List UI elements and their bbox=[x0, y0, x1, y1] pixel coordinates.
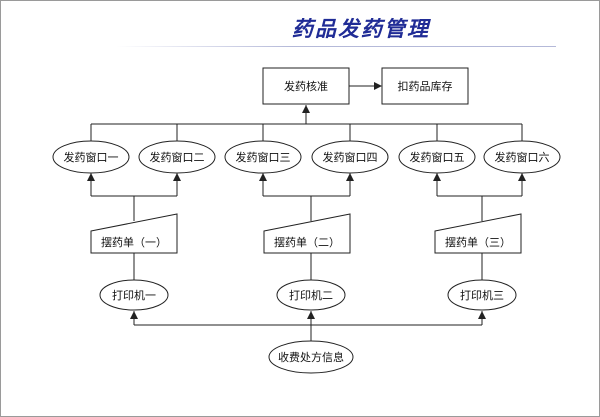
node-window-6: 发药窗口六 bbox=[483, 140, 561, 174]
printer-1-label: 打印机一 bbox=[112, 288, 156, 302]
printer-2-ellipse bbox=[276, 279, 346, 311]
node-approve: 发药核准 bbox=[262, 67, 350, 105]
window-6-label: 发药窗口六 bbox=[495, 150, 550, 164]
node-window-5: 发药窗口五 bbox=[398, 140, 476, 174]
window-1-label: 发药窗口一 bbox=[64, 150, 119, 164]
node-pick-list-3: 摆药单（三） bbox=[434, 213, 522, 254]
window-2-label: 发药窗口二 bbox=[150, 150, 205, 164]
window-2-ellipse bbox=[138, 140, 216, 174]
node-pick-list-2: 摆药单（二） bbox=[263, 213, 351, 254]
node-printer-1: 打印机一 bbox=[99, 279, 169, 311]
arrow-window-1 bbox=[87, 173, 95, 181]
pick-list-3-label: 摆药单（三） bbox=[445, 235, 511, 249]
printer-1-ellipse bbox=[99, 279, 169, 311]
charge-prescription-label: 收费处方信息 bbox=[278, 350, 344, 364]
printer-3-ellipse bbox=[447, 279, 517, 311]
arrow-printer-1 bbox=[130, 311, 138, 319]
arrow-printer-2 bbox=[307, 311, 315, 319]
window-5-ellipse bbox=[398, 140, 476, 174]
arrowheads bbox=[87, 82, 526, 319]
charge-prescription-ellipse bbox=[268, 340, 354, 374]
pick-list-2-shape bbox=[263, 213, 351, 254]
deduct-stock-label: 扣药品库存 bbox=[398, 79, 453, 93]
title-underline bbox=[116, 46, 556, 47]
window-3-ellipse bbox=[224, 140, 302, 174]
node-charge-prescription: 收费处方信息 bbox=[268, 340, 354, 374]
arrow-window-6 bbox=[518, 173, 526, 181]
node-pick-list-1: 摆药单（一） bbox=[90, 213, 178, 254]
node-window-3: 发药窗口三 bbox=[224, 140, 302, 174]
printer-3-label: 打印机三 bbox=[460, 288, 504, 302]
node-window-1: 发药窗口一 bbox=[52, 140, 130, 174]
title-area: 药品发药管理 bbox=[1, 1, 599, 51]
arrow-window-5 bbox=[433, 173, 441, 181]
approve-box bbox=[262, 67, 350, 105]
pick-list-1-label: 摆药单（一） bbox=[101, 235, 167, 249]
window-4-ellipse bbox=[311, 140, 389, 174]
node-window-2: 发药窗口二 bbox=[138, 140, 216, 174]
node-window-4: 发药窗口四 bbox=[311, 140, 389, 174]
window-1-ellipse bbox=[52, 140, 130, 174]
arrow-window-2 bbox=[173, 173, 181, 181]
pick-list-1-shape bbox=[90, 213, 178, 254]
window-6-ellipse bbox=[483, 140, 561, 174]
page-title: 药品发药管理 bbox=[292, 16, 430, 41]
arrow-deduct bbox=[374, 82, 382, 90]
arrow-window-4 bbox=[346, 173, 354, 181]
approve-label: 发药核准 bbox=[284, 79, 328, 93]
printer-2-label: 打印机二 bbox=[289, 288, 333, 302]
arrow-approve bbox=[302, 105, 310, 113]
window-5-label: 发药窗口五 bbox=[410, 150, 465, 164]
connectors bbox=[90, 85, 523, 341]
pick-list-2-label: 摆药单（二） bbox=[274, 235, 340, 249]
arrow-window-3 bbox=[259, 173, 267, 181]
arrow-printer-3 bbox=[478, 311, 486, 319]
deduct-stock-box bbox=[381, 67, 469, 105]
node-printer-2: 打印机二 bbox=[276, 279, 346, 311]
window-3-label: 发药窗口三 bbox=[236, 150, 291, 164]
pick-list-3-shape bbox=[434, 213, 522, 254]
node-printer-3: 打印机三 bbox=[447, 279, 517, 311]
node-deduct-stock: 扣药品库存 bbox=[381, 67, 469, 105]
window-4-label: 发药窗口四 bbox=[323, 150, 378, 164]
